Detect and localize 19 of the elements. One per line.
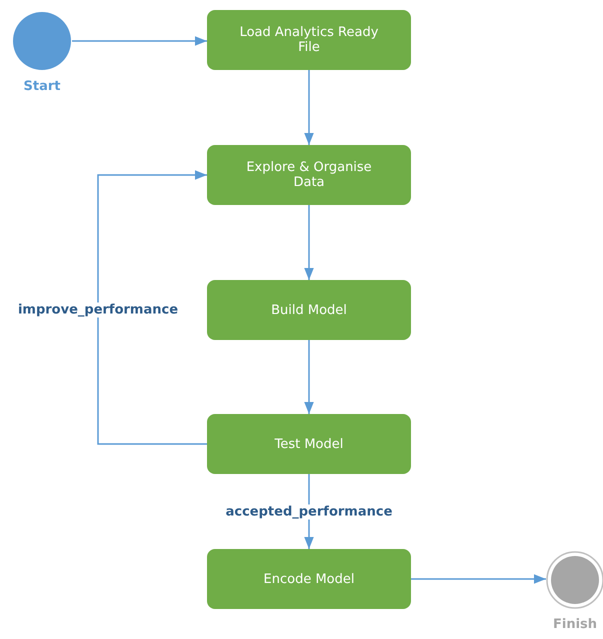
arrow bbox=[97, 170, 207, 445]
box-label: Build Model bbox=[270, 302, 348, 318]
arrow bbox=[411, 574, 546, 584]
arrow bbox=[304, 205, 314, 280]
box-label: Explore & Organise Data bbox=[245, 160, 373, 190]
arrow bbox=[304, 70, 314, 145]
arrow bbox=[72, 36, 207, 46]
box-label: Encode Model bbox=[262, 572, 356, 586]
process-box bbox=[207, 414, 411, 474]
box-label: Load Analytics Ready File bbox=[238, 25, 380, 55]
state-label: Finish bbox=[552, 617, 598, 632]
edge-label: accepted_performance bbox=[224, 504, 394, 519]
arrow bbox=[304, 340, 314, 414]
process-box bbox=[207, 10, 411, 70]
process-box bbox=[207, 549, 411, 609]
box-label: Test Model bbox=[274, 436, 344, 452]
process-box bbox=[207, 280, 411, 340]
process-box bbox=[207, 145, 411, 205]
state-label: Start bbox=[24, 79, 60, 94]
